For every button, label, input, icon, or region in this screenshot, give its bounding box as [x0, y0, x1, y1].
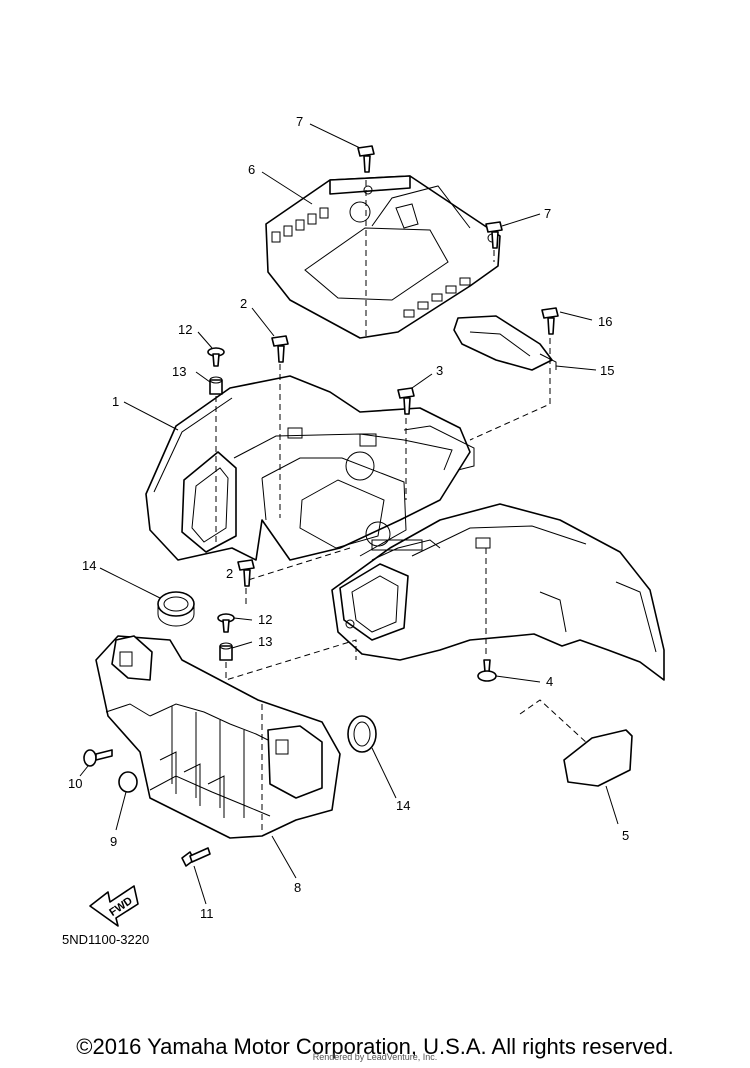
callout-8: 8	[294, 880, 301, 895]
fwd-arrow-icon: FWD	[89, 885, 139, 927]
part-8-front-panel[interactable]	[95, 635, 341, 839]
callout-14-right: 14	[396, 798, 410, 813]
callout-5: 5	[622, 828, 629, 843]
part-4-bolt[interactable]	[477, 659, 497, 682]
part-7-bolt-left[interactable]	[357, 145, 375, 173]
part-3-bolt[interactable]	[397, 387, 415, 415]
part-13-collar-upper[interactable]	[209, 376, 223, 395]
callout-7-left: 7	[296, 114, 303, 129]
watermark-text: Rendered by LeadVenture, Inc.	[312, 1052, 438, 1062]
callout-4: 4	[546, 674, 553, 689]
callout-1: 1	[112, 394, 119, 409]
callout-16: 16	[598, 314, 612, 329]
rear-fender[interactable]	[331, 503, 665, 681]
part-14-grommet-left[interactable]	[157, 591, 195, 627]
assembly-lines	[215, 180, 589, 830]
part-13-collar-lower[interactable]	[219, 642, 233, 661]
callout-15: 15	[600, 363, 614, 378]
callout-12-upper: 12	[178, 322, 192, 337]
callout-2-lower: 2	[226, 566, 233, 581]
callout-2-upper: 2	[240, 296, 247, 311]
copyright-text: ©2016 Yamaha Motor Corporation, U.S.A. A…	[76, 1034, 674, 1059]
part-5-pad[interactable]	[563, 729, 633, 787]
part-2-bolt-upper[interactable]	[271, 335, 289, 363]
part-9-cap[interactable]	[118, 771, 138, 793]
callout-3: 3	[436, 363, 443, 378]
part-7-bolt-right[interactable]	[485, 221, 503, 249]
callout-10: 10	[68, 776, 82, 791]
part-11-bolt[interactable]	[181, 847, 211, 867]
part-12-bolt-lower[interactable]	[217, 613, 235, 633]
part-6-top-cover[interactable]	[265, 175, 501, 339]
callout-7-right: 7	[544, 206, 551, 221]
part-2-bolt-lower[interactable]	[237, 559, 255, 587]
callout-13-lower: 13	[258, 634, 272, 649]
callout-13-upper: 13	[172, 364, 186, 379]
part-14-grommet-right[interactable]	[347, 715, 377, 753]
part-10-bolt[interactable]	[83, 749, 113, 767]
callouts: 7 6 7 16 15 2 12 13 3 1 14 2 12 13 4 14 …	[68, 114, 629, 921]
diagram-code: 5ND1100-3220	[62, 932, 149, 947]
callout-6: 6	[248, 162, 255, 177]
part-16-clip[interactable]	[541, 307, 559, 335]
callout-11: 11	[200, 906, 214, 921]
part-15-bracket[interactable]	[453, 315, 557, 371]
callout-9: 9	[110, 834, 117, 849]
callout-12-lower: 12	[258, 612, 272, 627]
callout-14-left: 14	[82, 558, 96, 573]
part-1-front-fender[interactable]	[145, 375, 475, 561]
part-12-bolt-upper[interactable]	[207, 347, 225, 367]
leader-lines	[79, 123, 619, 905]
